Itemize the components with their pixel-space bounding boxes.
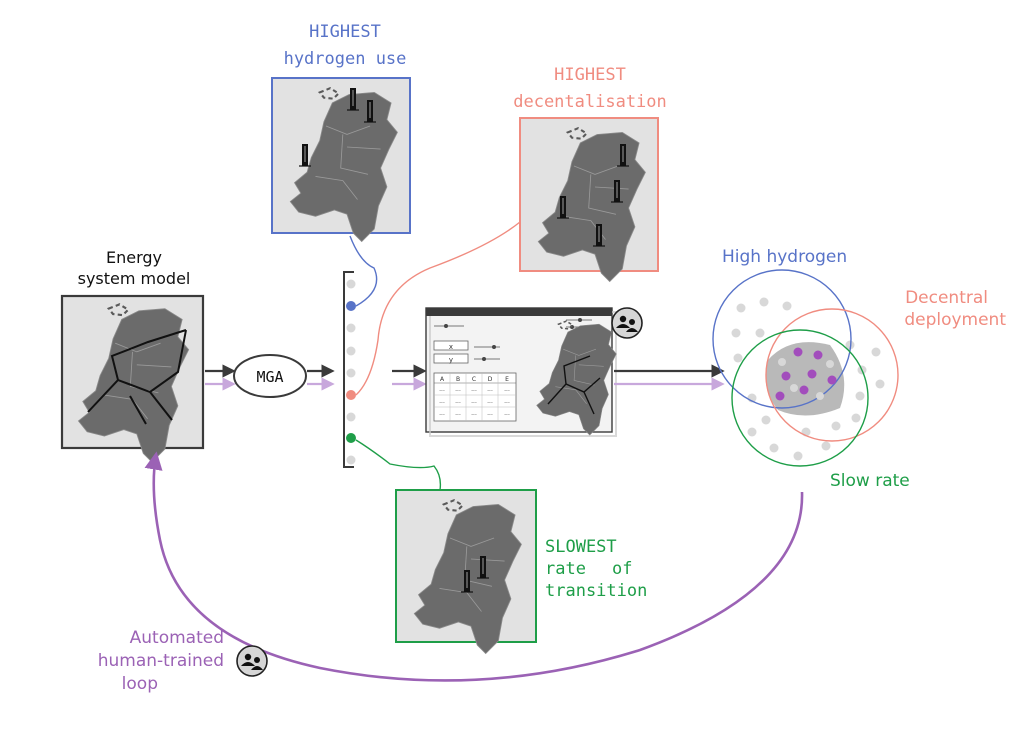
table-cell: ... (504, 410, 510, 417)
table-cell: ... (504, 398, 510, 405)
table-cell: ... (487, 410, 493, 417)
table-cell: ... (439, 410, 445, 417)
loop-label-1: Automated (130, 628, 224, 648)
person-group-icon (236, 645, 268, 677)
mga-node[interactable] (233, 354, 307, 398)
decentral-label-2: deployment (904, 310, 1006, 330)
table-cell: ... (455, 410, 461, 417)
widget-y-box[interactable] (433, 353, 469, 364)
mga-label: MGA (256, 368, 283, 386)
table-cells: ........................................… (439, 386, 510, 417)
option-list (346, 279, 356, 465)
widget-x-label: x (449, 343, 453, 351)
network-line-icon (87, 329, 187, 425)
table-cell: ... (487, 386, 493, 393)
table-cell: ... (471, 410, 477, 417)
slowest-rate: rate (545, 559, 586, 579)
slowest-of: of (612, 559, 632, 579)
dashboard-table (433, 372, 517, 422)
loop-label-2: human-trained (98, 651, 224, 671)
venn-decentral-circle (765, 308, 899, 442)
highest-decentral-title: HIGHEST (554, 65, 626, 85)
table-header-d: D (488, 376, 493, 383)
blue-connector (349, 235, 378, 307)
loop-label-3: loop (122, 674, 158, 694)
table-cell: ... (439, 386, 445, 393)
table-cell: ... (455, 386, 461, 393)
energy-model-title: Energy (106, 248, 162, 267)
table-header-c: C (472, 376, 476, 383)
energy-model-subtitle: system model (78, 269, 191, 288)
green-connector (355, 439, 442, 491)
venn-high-hydrogen-circle (712, 269, 852, 409)
slowest-title: SLOWEST (545, 537, 617, 557)
table-cell: ... (504, 386, 510, 393)
option-bracket (343, 271, 354, 468)
widget-y-label: y (449, 356, 453, 364)
table-header-b: B (456, 376, 460, 383)
highest-hydrogen-title: HIGHEST (309, 22, 381, 42)
highest-decentral-subtitle: decentalisation (513, 92, 667, 112)
feedback-loop-arrow (144, 451, 804, 682)
table-cell: ... (487, 398, 493, 405)
table-header-a: A (440, 376, 445, 383)
table-cell: ... (439, 398, 445, 405)
highest-hydrogen-subtitle: hydrogen use (284, 49, 407, 69)
table-cell: ... (471, 398, 477, 405)
network-line-icon (547, 355, 601, 415)
slowest-transition: transition (545, 581, 647, 601)
venn-slow-rate-circle (731, 329, 869, 467)
table-cell: ... (471, 386, 477, 393)
dashboard-window[interactable]: x y A B C D E ..........................… (425, 307, 618, 437)
slow-rate-label: Slow rate (830, 471, 910, 491)
person-group-icon (611, 307, 643, 339)
decentral-label-1: Decentral (905, 288, 988, 308)
table-header-e: E (505, 376, 509, 383)
venn-purple-dots (775, 347, 837, 401)
widget-x-box[interactable] (433, 340, 469, 351)
table-cell: ... (455, 398, 461, 405)
salmon-connector (355, 221, 521, 396)
high-hydrogen-label: High hydrogen (722, 247, 847, 267)
